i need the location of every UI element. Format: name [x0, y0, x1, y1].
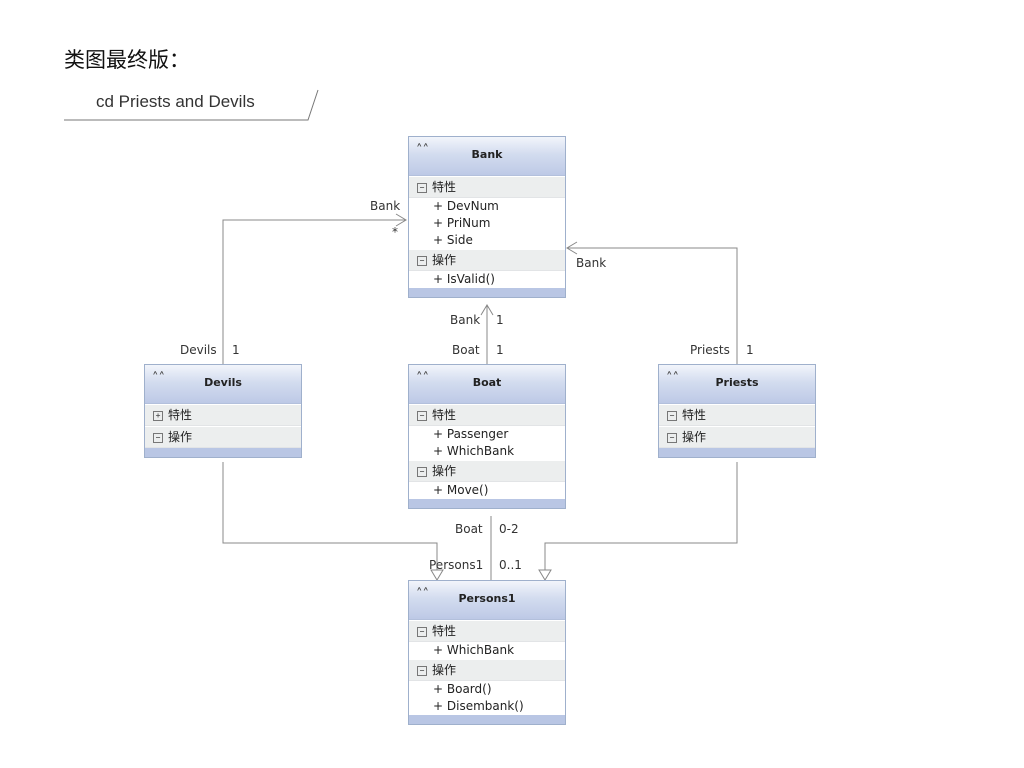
page-heading: 类图最终版：: [64, 48, 190, 72]
priests-generalization-line: [544, 462, 738, 570]
class-priests[interactable]: ˄˄ Priests −特性 −操作: [658, 364, 816, 458]
class-footer: [409, 499, 565, 508]
attribute-item: + DevNum: [409, 198, 565, 215]
attribute-item: + PriNum: [409, 215, 565, 232]
section-label: 操作: [682, 430, 707, 444]
section-label: 特性: [682, 408, 707, 422]
devils-bank-arrow: [395, 213, 407, 227]
collapse-box-icon[interactable]: −: [417, 255, 427, 266]
collapse-box-icon[interactable]: −: [667, 432, 677, 443]
attributes-section[interactable]: −特性: [409, 620, 565, 642]
attributes-section[interactable]: + 特性: [145, 404, 301, 426]
multiplicity-label: 1: [496, 343, 504, 357]
role-label-boat: Boat: [452, 343, 480, 357]
frame-label: cd Priests and Devils: [96, 92, 255, 111]
class-header[interactable]: ˄˄ Boat: [409, 365, 565, 404]
multiplicity-label: *: [392, 225, 398, 239]
devils-bank-line: [222, 219, 406, 365]
class-header[interactable]: ˄˄ Priests: [659, 365, 815, 404]
section-label: 操作: [168, 430, 193, 444]
attributes-section[interactable]: −特性: [659, 404, 815, 426]
operations-section[interactable]: −操作: [409, 659, 565, 681]
class-footer: [145, 448, 301, 457]
priests-generalization-arrow: [538, 569, 552, 581]
operation-item: + IsValid(): [409, 271, 565, 288]
collapse-box-icon[interactable]: −: [417, 665, 427, 676]
operation-item: + Disembank(): [409, 698, 565, 715]
section-label: 特性: [432, 624, 457, 638]
class-footer: [409, 288, 565, 297]
role-label-bank: Bank: [370, 199, 401, 213]
attribute-item: + Passenger: [409, 426, 565, 443]
multiplicity-label: 0..1: [499, 558, 522, 572]
class-name: Bank: [471, 148, 503, 161]
class-header[interactable]: ˄˄ Bank: [409, 137, 565, 176]
class-header[interactable]: ˄˄ Persons1: [409, 581, 565, 620]
class-footer: [409, 715, 565, 724]
section-label: 操作: [432, 253, 457, 267]
class-devils[interactable]: ˄˄ Devils + 特性 −操作: [144, 364, 302, 458]
section-label: 操作: [432, 464, 457, 478]
multiplicity-label: 1: [496, 313, 504, 327]
collapse-box-icon[interactable]: −: [417, 466, 427, 477]
attributes-section[interactable]: −特性: [409, 176, 565, 198]
class-persons1[interactable]: ˄˄ Persons1 −特性 + WhichBank −操作 + Board(…: [408, 580, 566, 725]
collapse-chevron-icon[interactable]: ˄˄: [416, 143, 429, 158]
multiplicity-label: 1: [746, 343, 754, 357]
attribute-item: + Side: [409, 232, 565, 249]
operation-item: + Board(): [409, 681, 565, 698]
class-name: Persons1: [458, 592, 516, 605]
multiplicity-label: 1: [232, 343, 240, 357]
operations-section[interactable]: −操作: [659, 426, 815, 448]
attributes-section[interactable]: −特性: [409, 404, 565, 426]
collapse-box-icon[interactable]: −: [417, 182, 427, 193]
class-name: Boat: [472, 376, 502, 389]
role-label-boat: Boat: [455, 522, 483, 536]
collapse-box-icon[interactable]: −: [417, 626, 427, 637]
collapse-chevron-icon[interactable]: ˄˄: [666, 371, 679, 386]
collapse-chevron-icon[interactable]: ˄˄: [152, 371, 165, 386]
section-label: 特性: [432, 180, 457, 194]
attribute-item: + WhichBank: [409, 443, 565, 460]
class-header[interactable]: ˄˄ Devils: [145, 365, 301, 404]
class-name: Devils: [204, 376, 242, 389]
role-label-bank: Bank: [576, 256, 607, 270]
role-label-persons1: Persons1: [429, 558, 484, 572]
collapse-box-icon[interactable]: −: [667, 410, 677, 421]
class-footer: [659, 448, 815, 457]
operations-section[interactable]: −操作: [409, 460, 565, 482]
devils-generalization-arrow: [430, 569, 444, 581]
devils-generalization-line: [222, 462, 438, 570]
multiplicity-label: 0-2: [499, 522, 519, 536]
operations-section[interactable]: −操作: [145, 426, 301, 448]
role-label-priests: Priests: [690, 343, 730, 357]
frame-tab-line: [64, 89, 319, 121]
operations-section[interactable]: −操作: [409, 249, 565, 271]
attribute-item: + WhichBank: [409, 642, 565, 659]
collapse-box-icon[interactable]: −: [417, 410, 427, 421]
expand-box-icon[interactable]: +: [153, 410, 163, 421]
role-label-devils: Devils: [180, 343, 217, 357]
section-label: 操作: [432, 663, 457, 677]
collapse-box-icon[interactable]: −: [153, 432, 163, 443]
priests-bank-line: [567, 247, 738, 365]
priests-bank-arrow: [566, 241, 578, 255]
class-bank[interactable]: ˄˄ Bank −特性 + DevNum + PriNum + Side −操作…: [408, 136, 566, 298]
class-boat[interactable]: ˄˄ Boat −特性 + Passenger + WhichBank −操作 …: [408, 364, 566, 509]
collapse-chevron-icon[interactable]: ˄˄: [416, 587, 429, 602]
operation-item: + Move(): [409, 482, 565, 499]
section-label: 特性: [432, 408, 457, 422]
class-name: Priests: [715, 376, 759, 389]
section-label: 特性: [168, 408, 193, 422]
boat-bank-arrow: [480, 304, 494, 316]
role-label-bank: Bank: [450, 313, 481, 327]
collapse-chevron-icon[interactable]: ˄˄: [416, 371, 429, 386]
